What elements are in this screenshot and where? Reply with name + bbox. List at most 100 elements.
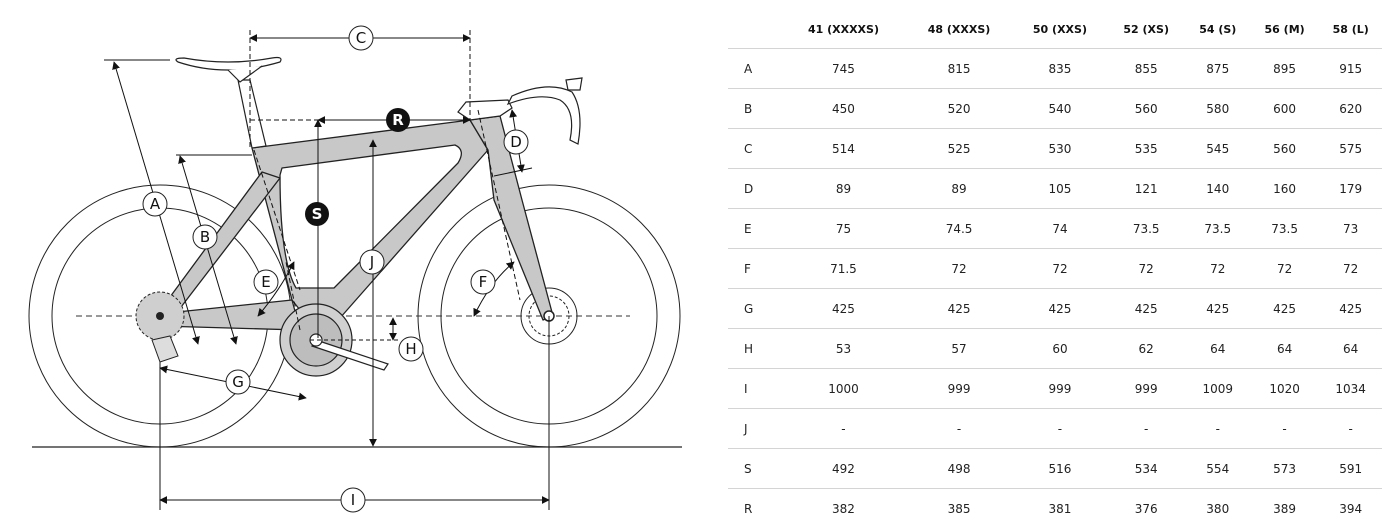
row-label: R xyxy=(744,501,753,516)
table-cell: 425 xyxy=(1013,288,1107,329)
table-cell: 1020 xyxy=(1249,368,1320,409)
table-cell: 73.5 xyxy=(1249,208,1320,249)
label-E-text: E xyxy=(261,273,270,291)
table-cell: 73 xyxy=(1319,208,1382,249)
table-cell: 620 xyxy=(1319,88,1382,129)
table-cell: 560 xyxy=(1106,88,1186,129)
label-C-text: C xyxy=(356,29,366,47)
label-J-text: J xyxy=(369,253,374,271)
table-cell: - xyxy=(782,408,905,449)
row-label: D xyxy=(728,168,782,209)
table-cell: 492 xyxy=(782,448,905,489)
row-label: F xyxy=(728,248,782,289)
table-cell: 591 xyxy=(1319,448,1382,489)
table-cell: 530 xyxy=(1013,128,1107,169)
table-cell: 62 xyxy=(1106,328,1186,369)
table-header-row: 41 (XXXXS) 48 (XXXS) 50 (XXS) 52 (XS) 54… xyxy=(728,10,1382,49)
label-A-text: A xyxy=(150,195,161,213)
geometry-table: 41 (XXXXS) 48 (XXXS) 50 (XXS) 52 (XS) 54… xyxy=(728,10,1382,528)
table-cell: 160 xyxy=(1249,168,1320,209)
table-cell: 425 xyxy=(1106,288,1186,329)
row-label: B xyxy=(728,88,782,129)
table-cell: 60 xyxy=(1013,328,1107,369)
size-header: 41 (XXXXS) xyxy=(782,10,905,49)
table-cell: 999 xyxy=(1013,368,1107,409)
table-cell: - xyxy=(904,408,1014,449)
table-cell: 73.5 xyxy=(1106,208,1186,249)
table-cell: 855 xyxy=(1106,48,1186,89)
label-G-text: G xyxy=(232,373,244,391)
label-B: B xyxy=(192,224,218,250)
size-header: 56 (M) xyxy=(1249,10,1320,49)
label-D-text: D xyxy=(510,133,522,151)
table-cell: 560 xyxy=(1249,128,1320,169)
table-cell: 835 xyxy=(1013,48,1107,89)
table-cell: 89 xyxy=(904,168,1014,209)
label-H-text: H xyxy=(405,340,416,358)
table-cell: 72 xyxy=(1106,248,1186,289)
table-cell: 64 xyxy=(1185,328,1250,369)
table-cell: 71.5 xyxy=(782,248,905,289)
size-header: 54 (S) xyxy=(1185,10,1250,49)
table-cell: 895 xyxy=(1249,48,1320,89)
table-cell: 498 xyxy=(904,448,1014,489)
table-cell: 75 xyxy=(782,208,905,249)
table-cell: 72 xyxy=(1013,248,1107,289)
table-cell: 72 xyxy=(1185,248,1250,289)
label-H: H xyxy=(398,336,424,362)
table-cell: 74 xyxy=(1013,208,1107,249)
row-label: A xyxy=(728,48,782,89)
table-cell: 425 xyxy=(904,288,1014,329)
label-I-text: I xyxy=(351,491,355,509)
row-label: H xyxy=(728,328,782,369)
label-D: D xyxy=(503,129,529,155)
rear-hub xyxy=(156,312,164,320)
table-cell: 1000 xyxy=(782,368,905,409)
table-cell: 554 xyxy=(1185,448,1250,489)
label-I: I xyxy=(340,487,366,513)
table-cell: 575 xyxy=(1319,128,1382,169)
table-cell: 72 xyxy=(904,248,1014,289)
rear-cassette xyxy=(135,291,185,363)
label-A: A xyxy=(142,191,168,217)
table-cell: - xyxy=(1249,408,1320,449)
row-label: C xyxy=(728,128,782,169)
table-cell: 1034 xyxy=(1319,368,1382,409)
table-cell: 394 xyxy=(1339,501,1363,516)
table-cell: 450 xyxy=(782,88,905,129)
label-C: C xyxy=(348,25,374,51)
table-cell: - xyxy=(1013,408,1107,449)
table-cell: 600 xyxy=(1249,88,1320,129)
label-F: F xyxy=(470,269,496,295)
table-cell: 545 xyxy=(1185,128,1250,169)
table-cell: 815 xyxy=(904,48,1014,89)
label-B-text: B xyxy=(200,228,210,246)
table-cell: 53 xyxy=(782,328,905,369)
size-header: 50 (XXS) xyxy=(1013,10,1107,49)
label-F-text: F xyxy=(479,273,488,291)
row-label: S xyxy=(728,448,782,489)
table-cell: 915 xyxy=(1319,48,1382,89)
table-cell: 525 xyxy=(904,128,1014,169)
table-row: J------- xyxy=(728,408,1382,449)
seatpost-saddle xyxy=(175,56,282,149)
size-header: 52 (XS) xyxy=(1106,10,1186,49)
label-S: S xyxy=(305,202,329,226)
table-cell: 999 xyxy=(1106,368,1186,409)
table-cell: 376 xyxy=(1134,501,1158,516)
table-cell: 385 xyxy=(947,501,971,516)
table-cell: 74.5 xyxy=(904,208,1014,249)
table-cell: 1009 xyxy=(1185,368,1250,409)
label-R-text: R xyxy=(392,111,404,129)
table-cell: 514 xyxy=(782,128,905,169)
table-cell: 425 xyxy=(782,288,905,329)
table-corner xyxy=(728,10,782,49)
